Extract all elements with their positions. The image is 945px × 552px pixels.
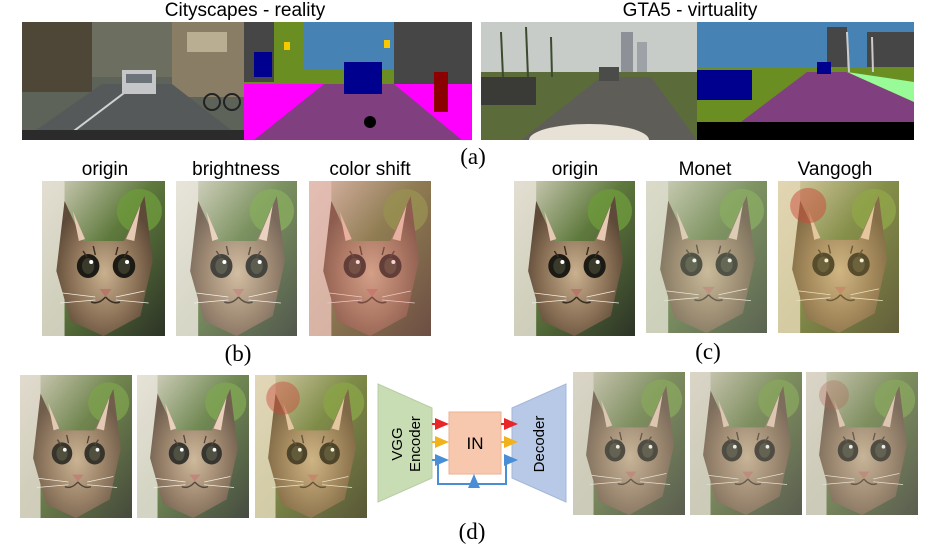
cat-origin-b — [42, 181, 165, 336]
cat-brightness — [176, 181, 297, 336]
panel-b-label-origin: origin — [81, 159, 129, 180]
arrow-blue-out — [474, 454, 518, 485]
in-block — [448, 411, 502, 475]
panel-b-label-brightness: brightness — [192, 159, 280, 180]
panel-c-label: (c) — [695, 339, 721, 364]
panel-b-label: (b) — [224, 341, 252, 366]
cityscapes-segmentation — [244, 22, 472, 140]
cat-monet — [646, 181, 767, 333]
panel-a-right-title: GTA5 - virtuality — [622, 0, 758, 21]
cat-input-1 — [20, 375, 132, 518]
panel-d-label: (d) — [458, 519, 486, 544]
cat-color-shift — [309, 181, 431, 336]
encoder-line-2: Encoder — [407, 416, 424, 472]
panel-a-left-title: Cityscapes - reality — [164, 0, 326, 21]
cat-output-2 — [690, 372, 802, 515]
panel-b-label-color-shift: color shift — [329, 159, 411, 180]
cat-input-2 — [137, 375, 249, 518]
cat-output-3 — [806, 372, 918, 515]
vgg-encoder-block — [377, 383, 433, 503]
arrow-blue-skip — [437, 460, 480, 488]
cat-input-3 — [255, 375, 367, 518]
cat-origin-c — [514, 181, 635, 336]
panel-a-label: (a) — [460, 144, 486, 169]
panel-c-label-monet: Monet — [678, 159, 732, 180]
panel-c-label-vangogh: Vangogh — [797, 159, 873, 180]
encoder-line-1: VGG — [389, 427, 406, 460]
gta5-photo — [481, 22, 697, 140]
cityscapes-photo — [22, 22, 244, 140]
decoder-label: Decoder — [531, 416, 548, 473]
cat-vangogh — [778, 181, 899, 333]
gta5-segmentation — [697, 22, 914, 140]
architecture-diagram: VGG Encoder IN Decoder — [377, 383, 567, 503]
in-label: IN — [467, 434, 484, 453]
cat-output-1 — [573, 372, 685, 515]
panel-c-label-origin: origin — [551, 159, 599, 180]
